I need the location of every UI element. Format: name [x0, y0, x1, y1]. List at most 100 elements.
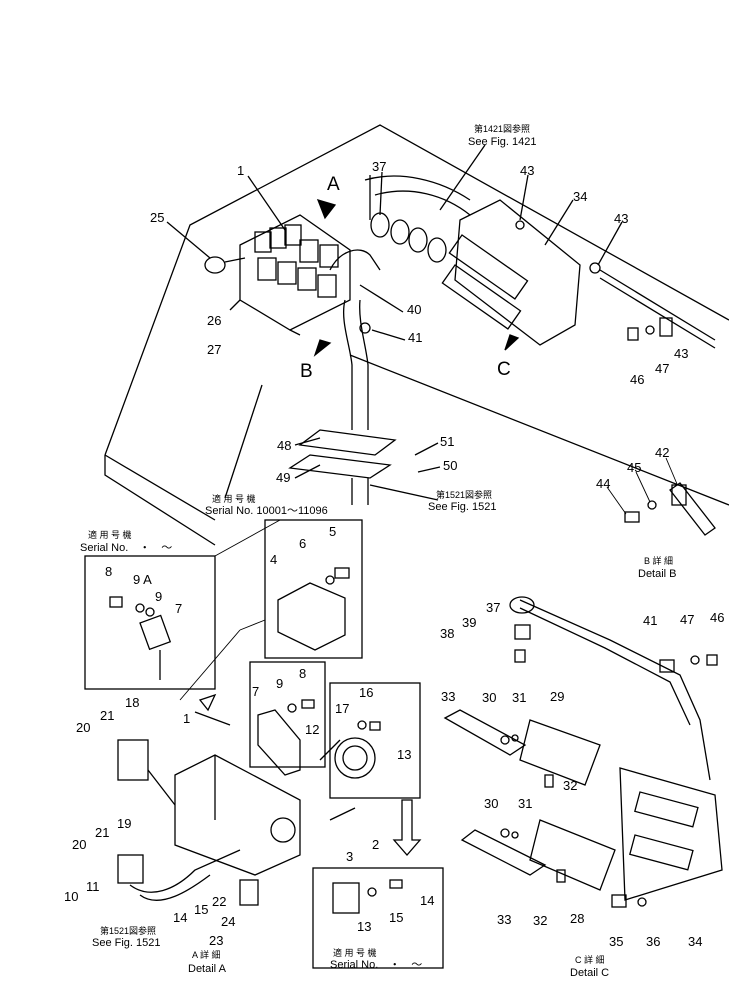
- view-a-letter: A: [327, 174, 340, 195]
- ref-fig1521-jp: 第1521図参照: [436, 490, 493, 500]
- detail-c-en: Detail C: [570, 967, 610, 979]
- inset-serial-box: [84, 519, 281, 690]
- callout: 20: [76, 720, 91, 735]
- callout: 20: [72, 837, 87, 852]
- callout: 8: [105, 564, 113, 579]
- callout: 42: [655, 445, 670, 460]
- callout: 16: [359, 685, 374, 700]
- callout: 30: [482, 690, 497, 705]
- serial-bottom-en: Serial No. ・ ～: [330, 959, 423, 971]
- callout: 47: [655, 361, 670, 376]
- serial-inset-en: Serial No. ・ ～: [80, 542, 173, 554]
- callout: 22: [212, 894, 227, 909]
- detail-b-jp: B 詳 細: [644, 556, 674, 566]
- callout: 36: [646, 934, 661, 949]
- callout: 25: [150, 210, 165, 225]
- callout: 46: [630, 372, 645, 387]
- callout: 37: [372, 159, 387, 174]
- callout: 9: [155, 589, 163, 604]
- callout: 15: [389, 910, 404, 925]
- callout: 29: [550, 689, 565, 704]
- callout: 15: [194, 902, 209, 917]
- callout: 2: [372, 837, 380, 852]
- callout: 23: [209, 933, 224, 948]
- callout: 32: [533, 913, 548, 928]
- view-c-letter: C: [497, 359, 511, 380]
- callout: 31: [518, 796, 533, 811]
- relay-box-4: [179, 519, 363, 701]
- detail-b-drawing: [606, 457, 716, 536]
- callout: 6: [299, 536, 307, 551]
- callout: 17: [335, 701, 350, 716]
- callout: 24: [221, 914, 236, 929]
- main-panel-outline: [104, 124, 729, 546]
- callout: 34: [573, 189, 588, 204]
- callout: 4: [270, 552, 278, 567]
- callout: 19: [117, 816, 132, 831]
- callout: 37: [486, 600, 501, 615]
- callout: 40: [407, 302, 422, 317]
- callout: 47: [680, 612, 695, 627]
- callout: 3: [346, 849, 354, 864]
- callout: 8: [299, 666, 307, 681]
- callout: 7: [175, 601, 183, 616]
- ref-fig1421-en: See Fig. 1421: [468, 136, 537, 148]
- harness-conduit: [288, 249, 397, 505]
- detail-c-jp: C 詳 細: [575, 955, 605, 965]
- callout: 1: [237, 163, 245, 178]
- callout: 7: [252, 684, 260, 699]
- callout: 13: [357, 919, 372, 934]
- timer-box-13: [319, 682, 421, 799]
- detailA-fig1521-jp: 第1521図参照: [100, 926, 157, 936]
- callout: 21: [100, 708, 115, 723]
- callout: 31: [512, 690, 527, 705]
- callout: 27: [207, 342, 222, 357]
- callout: 1: [183, 711, 191, 726]
- callout: 43: [614, 211, 629, 226]
- view-arrows: [313, 199, 520, 357]
- callout: 14: [420, 893, 435, 908]
- callout: 35: [609, 934, 624, 949]
- detail-b-en: Detail B: [638, 568, 677, 580]
- callout: 32: [563, 778, 578, 793]
- relay-box-assembly: [204, 214, 351, 336]
- callout: 48: [277, 438, 292, 453]
- callout: 43: [520, 163, 535, 178]
- callout: 13: [397, 747, 412, 762]
- callout: 46: [710, 610, 725, 625]
- serial-bottom-jp: 適 用 号 機: [333, 948, 377, 958]
- detail-a-en: Detail A: [188, 963, 226, 975]
- callout: 30: [484, 796, 499, 811]
- callout: 45: [627, 460, 642, 475]
- view-b-letter: B: [300, 361, 313, 382]
- callout: 5: [329, 524, 337, 539]
- callout: 50: [443, 458, 458, 473]
- serial-main-jp: 適 用 号 機: [212, 494, 256, 504]
- callout: 14: [173, 910, 188, 925]
- leader-lines: [166, 144, 623, 501]
- callout: 9 A: [133, 572, 152, 587]
- callout: 49: [276, 470, 291, 485]
- callout: 18: [125, 695, 140, 710]
- detail-a-bracket: [117, 693, 356, 906]
- callout: 11: [86, 879, 100, 894]
- callout: 12: [305, 722, 320, 737]
- callout: 28: [570, 911, 585, 926]
- callout: 33: [441, 689, 456, 704]
- callout: 34: [688, 934, 703, 949]
- connector-holder: [364, 175, 716, 349]
- serial-main-en: Serial No. 10001～11096: [205, 505, 328, 517]
- detail-a-jp: A 詳 細: [192, 950, 221, 960]
- callout: 21: [95, 825, 110, 840]
- bracket-box-7: [249, 661, 326, 776]
- callout: 43: [674, 346, 689, 361]
- callout: 41: [408, 330, 423, 345]
- callout: 41: [643, 613, 658, 628]
- ref-fig1521-en: See Fig. 1521: [428, 501, 497, 513]
- callout: 33: [497, 912, 512, 927]
- bottom-serial-box: [312, 799, 444, 969]
- callout: 39: [462, 615, 477, 630]
- ref-fig1421-jp: 第1421図参照: [474, 124, 531, 134]
- callout: 44: [596, 476, 611, 491]
